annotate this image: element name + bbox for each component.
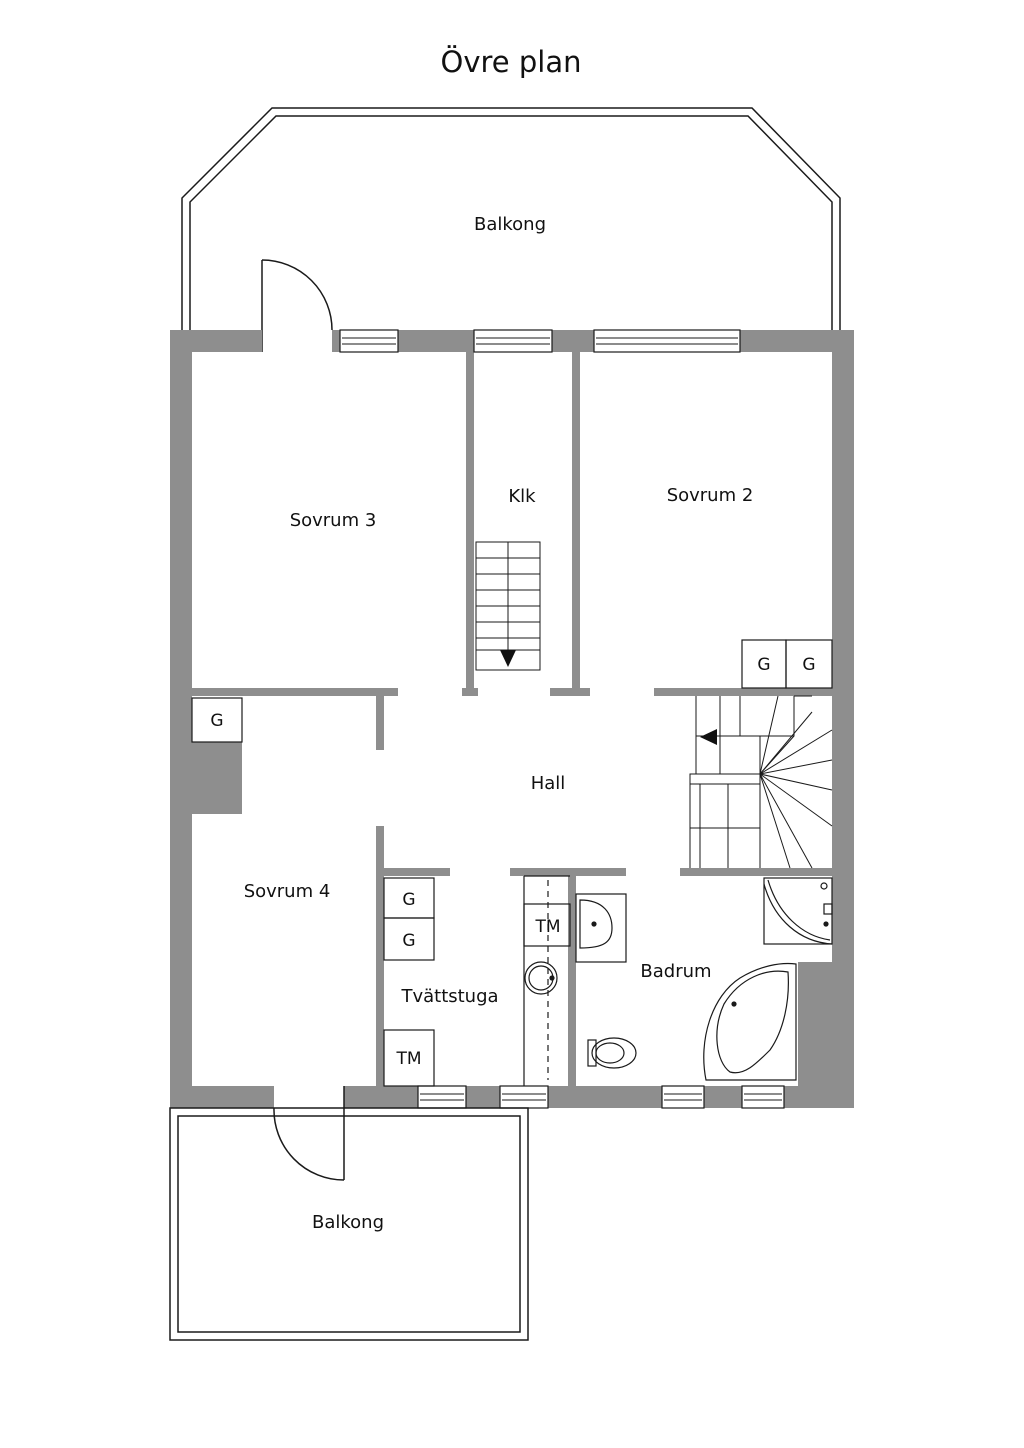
toilet (587, 1037, 637, 1069)
fixture-g-tvattstuga-a: G (402, 890, 415, 910)
bathroom-sink (575, 893, 627, 963)
window-panes (342, 337, 782, 1101)
room-label-sovrum3: Sovrum 3 (290, 510, 377, 531)
laundry-counter (523, 875, 570, 1086)
balcony-top (181, 107, 841, 330)
room-label-tvattstuga: Tvättstuga (400, 986, 498, 1007)
windows (339, 329, 785, 1109)
stair-arrow-left-icon (700, 729, 717, 745)
room-label-balkong-bottom: Balkong (312, 1212, 384, 1233)
corner-bathtub (703, 962, 797, 1081)
fixture-g-tvattstuga-b: G (402, 931, 415, 951)
door-balcony-top (261, 259, 333, 352)
door-balcony-bottom (273, 1086, 345, 1181)
fixture-g-sovrum2-b: G (802, 655, 815, 675)
room-label-balkong-top: Balkong (474, 214, 546, 235)
fixture-g-sovrum4: G (210, 711, 223, 731)
fixture-g-sovrum2-a: G (757, 655, 770, 675)
shower-cabin (763, 877, 833, 945)
stair-arrow-down-icon (500, 650, 516, 667)
balcony-bottom (169, 1107, 529, 1341)
room-label-sovrum2: Sovrum 2 (667, 485, 754, 506)
plan-title: Övre plan (441, 45, 582, 79)
room-label-klk: Klk (508, 486, 536, 507)
room-label-sovrum4: Sovrum 4 (244, 881, 331, 902)
fixture-boxes (191, 639, 833, 1087)
walls (170, 330, 854, 1108)
stair-straight (475, 541, 541, 671)
room-label-badrum: Badrum (640, 961, 711, 982)
stair-winding (689, 695, 833, 869)
fixture-tm-tvattstuga: TM (395, 1049, 421, 1069)
room-label-hall: Hall (531, 773, 566, 794)
